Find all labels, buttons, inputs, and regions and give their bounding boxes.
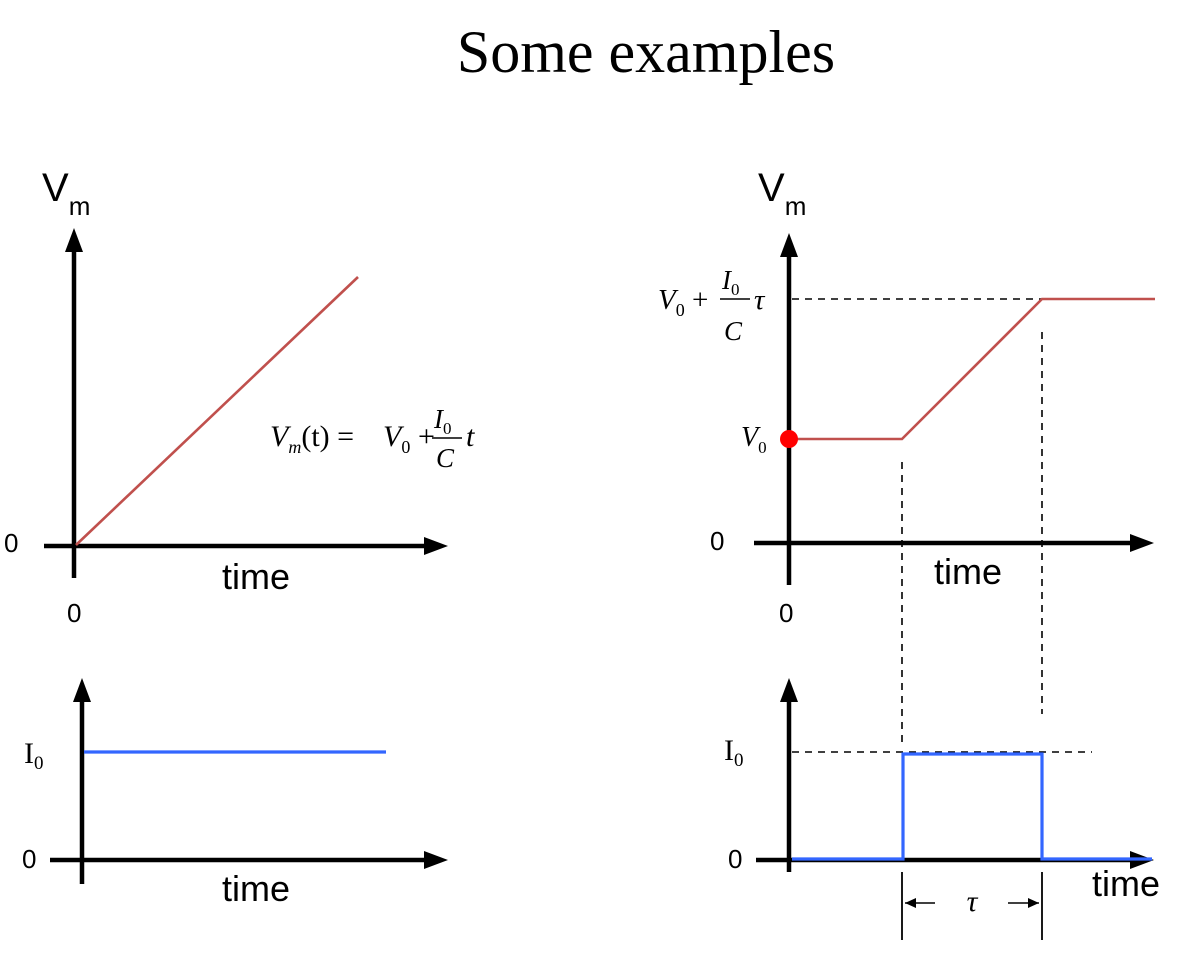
right-zero-x-label: 0 bbox=[779, 598, 793, 628]
right-v0-label: V0 bbox=[741, 422, 767, 457]
right-current-time-label: time bbox=[1092, 863, 1160, 904]
svg-text:I0: I0 bbox=[721, 265, 740, 299]
svg-text:V0: V0 bbox=[658, 284, 685, 320]
right-voltage-trace bbox=[792, 297, 1155, 441]
right-zero-y-label: 0 bbox=[710, 526, 724, 556]
left-zero-x-label: 0 bbox=[67, 598, 81, 628]
svg-text:Vm(t) =: Vm(t) = bbox=[270, 420, 354, 457]
left-vm-y-arrowhead bbox=[65, 228, 83, 252]
left-voltage-ramp-line bbox=[75, 276, 359, 546]
left-i0-label: I0 bbox=[24, 737, 44, 774]
left-vm-axis-label: Vm bbox=[42, 166, 90, 221]
svg-text:t: t bbox=[466, 420, 475, 453]
slide-title: Some examples bbox=[457, 19, 835, 85]
left-time-x-arrowhead bbox=[424, 537, 448, 555]
right-voltage-plot: Vm V0 + I0 C τ V0 0 0 time bbox=[658, 166, 1155, 628]
left-vm-equation: Vm(t) = V0 + I0 C t bbox=[270, 404, 475, 473]
right-top-level-label: V0 + I0 C τ bbox=[658, 265, 766, 346]
left-zero-y-label: 0 bbox=[4, 528, 18, 558]
left-time-label: time bbox=[222, 556, 290, 597]
tau-label: τ bbox=[967, 885, 979, 918]
svg-text:C: C bbox=[724, 316, 743, 346]
right-current-pulse-trace bbox=[792, 752, 1152, 861]
svg-text:+: + bbox=[418, 420, 435, 453]
right-time-x-arrowhead bbox=[1130, 534, 1154, 552]
svg-text:τ: τ bbox=[754, 284, 766, 316]
right-current-zero-label: 0 bbox=[728, 844, 742, 874]
right-time-label: time bbox=[934, 551, 1002, 592]
left-current-plot: I0 0 time bbox=[22, 678, 448, 909]
svg-text:I0: I0 bbox=[433, 404, 452, 438]
left-current-time-label: time bbox=[222, 868, 290, 909]
tau-duration-marker: τ bbox=[901, 872, 1043, 940]
right-current-plot: I0 0 time τ bbox=[724, 678, 1160, 940]
left-voltage-plot: Vm 0 0 time Vm(t) = V0 + I0 C t bbox=[4, 166, 475, 628]
left-current-y-arrowhead bbox=[73, 678, 91, 702]
right-initial-v0-point bbox=[780, 430, 798, 448]
left-current-x-arrowhead bbox=[424, 851, 448, 869]
right-vm-axis-label: Vm bbox=[758, 166, 806, 221]
left-current-zero-label: 0 bbox=[22, 844, 36, 874]
svg-text:+: + bbox=[692, 284, 708, 316]
right-current-y-arrowhead bbox=[780, 678, 798, 702]
svg-text:V0: V0 bbox=[383, 420, 410, 457]
right-vm-y-arrowhead bbox=[780, 233, 798, 257]
right-i0-label: I0 bbox=[724, 734, 744, 771]
svg-text:C: C bbox=[436, 443, 455, 473]
